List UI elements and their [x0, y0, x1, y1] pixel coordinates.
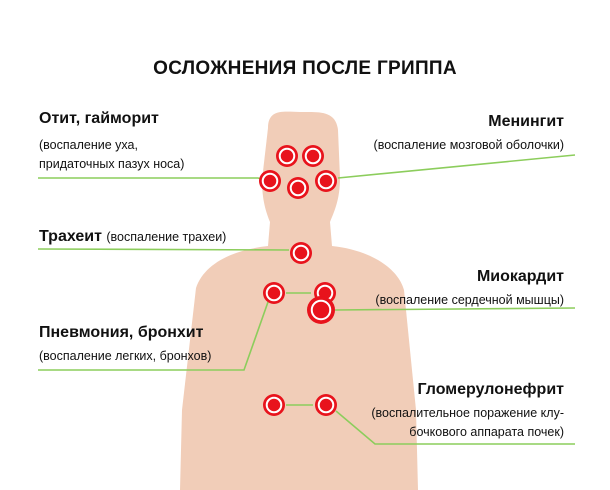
otitis-leader — [38, 177, 271, 182]
otitis-note-line-2: придаточных пазух носа) — [39, 157, 185, 171]
kidney-marker-ring — [265, 396, 283, 414]
sinus-marker-ring — [289, 179, 307, 197]
kidney-marker — [263, 394, 285, 416]
glomerulonephritis-note-line-1: (воспалительное поражение клу- — [371, 406, 564, 420]
human-silhouette — [180, 111, 418, 490]
heart-marker — [307, 296, 335, 324]
otitis-label: Отит, гайморит — [39, 110, 159, 127]
pneumonia-note: (воспаление легких, бронхов) — [39, 349, 212, 363]
kidney-marker — [315, 394, 337, 416]
sinus-marker-ring — [261, 172, 279, 190]
lung-marker-ring — [265, 284, 283, 302]
ear-marker-ring — [304, 147, 322, 165]
myocarditis-note: (воспаление сердечной мышцы) — [375, 293, 564, 307]
trachea-marker — [290, 242, 312, 264]
tracheitis-label: Трахеит — [39, 228, 102, 245]
sinus-marker — [259, 170, 281, 192]
myocarditis-leader — [334, 307, 576, 311]
tracheitis-note: (воспаление трахеи) — [106, 230, 227, 244]
glomerulonephritis-note-line-2: бочкового аппарата почек) — [409, 425, 564, 439]
trachea-marker-ring — [292, 244, 310, 262]
glomerulonephritis-label: Гломерулонефрит — [417, 381, 564, 398]
ear-marker-ring — [278, 147, 296, 165]
otitis-note-line-1: (воспаление уха, — [39, 138, 138, 152]
tracheitis-leader — [37, 248, 290, 251]
tracheitis-block: Трахеит (воспаление трахеи) — [39, 228, 226, 247]
inflammation-markers — [259, 145, 337, 416]
glomerulonephritis-leader — [335, 410, 575, 445]
leader-lines — [37, 154, 576, 445]
ear-marker — [302, 145, 324, 167]
meningitis-label: Менингит — [488, 113, 564, 130]
sinus-marker — [287, 177, 309, 199]
meningitis-leader — [337, 154, 576, 179]
kidney-marker-ring — [317, 396, 335, 414]
ear-marker — [276, 145, 298, 167]
pneumonia-leader — [38, 301, 269, 371]
meningitis-note: (воспаление мозговой оболочки) — [373, 138, 564, 152]
pneumonia-label: Пневмония, бронхит — [39, 324, 204, 341]
meninges-marker — [315, 170, 337, 192]
myocarditis-label: Миокардит — [476, 268, 564, 285]
page-title: ОСЛОЖНЕНИЯ ПОСЛЕ ГРИППА — [153, 58, 457, 79]
heart-marker-ring — [310, 299, 332, 321]
meninges-marker-ring — [317, 172, 335, 190]
lung-marker — [263, 282, 285, 304]
